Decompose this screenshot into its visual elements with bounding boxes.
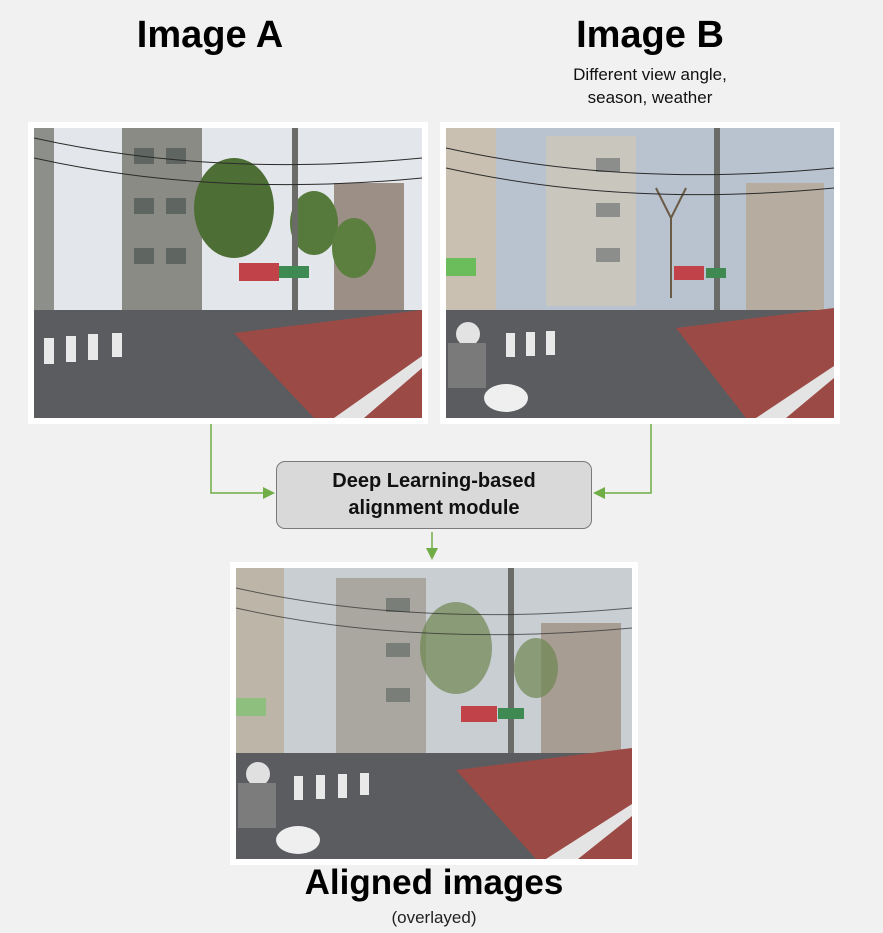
street-scene-b (446, 128, 834, 418)
aligned-photo (230, 562, 638, 865)
image-a-photo (28, 122, 428, 424)
image-b-subtitle-line1: Different view angle, (573, 65, 727, 84)
aligned-images-subtitle: (overlayed) (391, 908, 477, 927)
arrow-from-image-b (593, 424, 652, 499)
street-scene-aligned (236, 568, 632, 859)
module-label-line1: Deep Learning-based (332, 470, 536, 492)
image-b-photo (440, 122, 840, 424)
image-a-title: Image A (136, 14, 284, 56)
image-b-subtitle-line2: season, weather (587, 88, 713, 107)
image-b-title: Image B (576, 14, 724, 56)
module-label-line2: alignment module (348, 497, 520, 519)
street-scene-a (34, 128, 422, 418)
aligned-images-title: Aligned images (304, 863, 564, 902)
arrow-from-image-a (210, 424, 275, 499)
alignment-module-box: Deep Learning-based alignment module (276, 461, 592, 529)
